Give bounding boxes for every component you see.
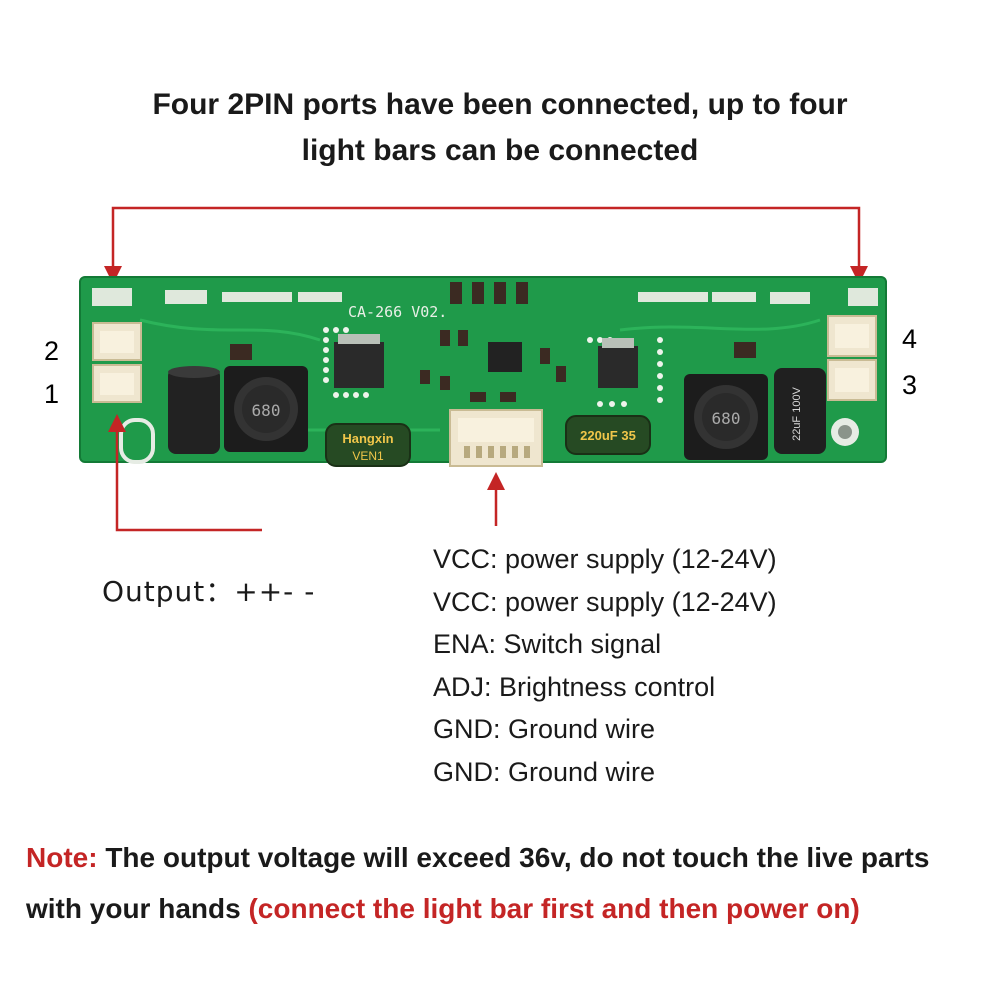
port-3-connector (827, 359, 877, 401)
headline-line-1: Four 2PIN ports have been connected, up … (152, 88, 848, 121)
pin-item: ENA: Switch signal (433, 629, 662, 659)
inductor-right: 680 (684, 374, 768, 460)
arrow-head-right-top (850, 266, 868, 284)
port-label-1: 1 (44, 379, 59, 409)
capacitor-brand: Hangxin (342, 431, 393, 446)
inductor-code-right: 680 (712, 409, 741, 428)
board-model-label: CA-266 V02. (348, 303, 447, 321)
capacitor-value: 220uF 35 (580, 428, 636, 443)
pin-item: ADJ: Brightness control (433, 671, 716, 702)
capacitor-right-value: 22uF 100V (791, 386, 803, 440)
note-highlight: (connect the light bar first and then po… (248, 893, 860, 924)
capacitor-code: VEN1 (352, 449, 384, 463)
headline-line-2: light bars can be connected (301, 134, 699, 167)
top-bracket-arrow (111, 206, 861, 272)
arrow-head-output (108, 414, 126, 432)
pin-item: GND: Ground wire (433, 714, 656, 744)
port-label-3: 3 (902, 370, 917, 400)
arrow-head-left-top (104, 266, 122, 284)
pin-list: VCC: power supply (12-24V) VCC: power su… (433, 538, 777, 793)
port-1-connector (92, 364, 142, 403)
pin-item: VCC: power supply (12-24V) (433, 544, 777, 574)
capacitor-hangxin: Hangxin VEN1 (325, 423, 411, 467)
port-2-connector (92, 322, 142, 361)
headline: Four 2PIN ports have been connected, up … (0, 82, 1000, 174)
inductor-code: 680 (252, 401, 281, 420)
output-arrow (115, 428, 262, 532)
capacitor-22uf: 22uF 100V (774, 368, 826, 454)
inductor-left: 680 (224, 366, 308, 452)
pin-item: GND: Ground wire (433, 756, 656, 787)
safety-note: Note: The output voltage will exceed 36v… (26, 832, 986, 934)
pin-item: VCC: power supply (12-24V) (433, 586, 777, 617)
output-label: Output：++- - (102, 575, 316, 608)
note-text: The output voltage will exceed 36v, do n… (26, 842, 930, 924)
capacitor-220uf: 220uF 35 (565, 415, 651, 455)
pcb-board: 680 680 Hangxin VEN1 220uF 35 22uF 100V … (79, 276, 887, 467)
note-prefix: Note: (26, 842, 98, 873)
port-4-connector (827, 315, 877, 357)
port-label-4: 4 (902, 324, 917, 354)
arrow-head-power (487, 472, 505, 490)
power-connector (449, 409, 543, 467)
port-label-2: 2 (44, 336, 59, 366)
